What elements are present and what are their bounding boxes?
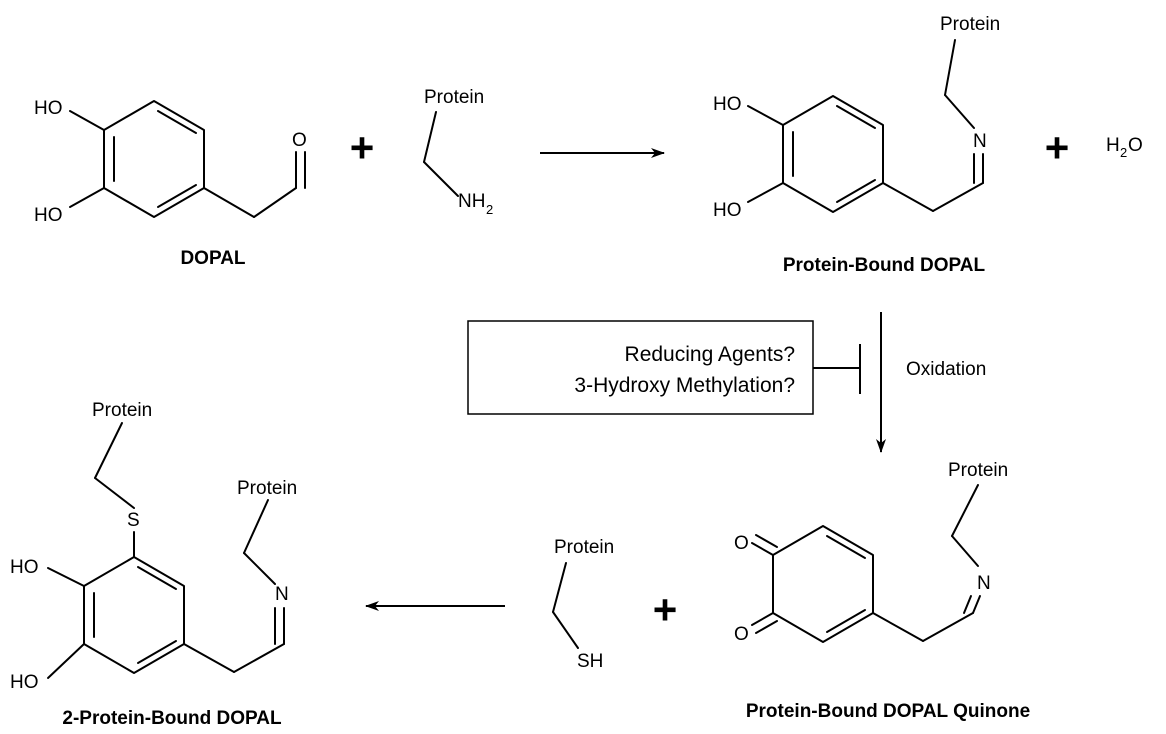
water-o: O xyxy=(1128,135,1143,156)
protein-bound-dopal-structure: HO HO N Protein xyxy=(713,14,1000,221)
pbd-n: N xyxy=(973,131,987,152)
two-protein-bound-dopal-label: 2-Protein-Bound DOPAL xyxy=(62,708,282,729)
tpb-ho-top: HO xyxy=(10,557,39,578)
dopal-ho-top: HO xyxy=(34,98,63,119)
amine-nh-label: NH xyxy=(458,191,485,212)
protein-thiol-structure: Protein SH xyxy=(552,537,614,672)
water-label: H 2 O xyxy=(1106,135,1143,160)
plus-sign-3: + xyxy=(653,586,678,633)
inhibition-line-1: Reducing Agents? xyxy=(625,343,795,366)
thiol-protein-label: Protein xyxy=(554,537,614,558)
amine-protein-label: Protein xyxy=(424,87,484,108)
tpb-protein-label-s: Protein xyxy=(92,400,152,421)
inhibition-box: Reducing Agents? 3-Hydroxy Methylation? xyxy=(467,320,814,415)
water-h: H xyxy=(1106,135,1120,156)
protein-bound-dopal-label: Protein-Bound DOPAL xyxy=(783,255,986,276)
dopal-ho-bottom: HO xyxy=(34,205,63,226)
thiol-sh-label: SH xyxy=(577,651,603,672)
tpb-n: N xyxy=(275,584,289,605)
quinone-o-top: O xyxy=(734,533,749,554)
protein-amine-structure: Protein NH 2 xyxy=(423,87,493,217)
quinone-o-bottom: O xyxy=(734,624,749,645)
pbd-protein-label: Protein xyxy=(940,14,1000,35)
inhibition-line-2: 3-Hydroxy Methylation? xyxy=(574,374,795,397)
amine-nh-subscript: 2 xyxy=(486,202,493,217)
quinone-structure: O O N Protein xyxy=(734,460,1008,645)
plus-sign-2: + xyxy=(1045,124,1070,171)
oxidation-label: Oxidation xyxy=(906,359,986,380)
quinone-protein-label: Protein xyxy=(948,460,1008,481)
dopal-structure: HO HO O xyxy=(34,98,307,226)
dopal-label: DOPAL xyxy=(180,248,245,269)
quinone-n: N xyxy=(977,573,991,594)
quinone-label: Protein-Bound DOPAL Quinone xyxy=(746,701,1030,722)
pbd-ho-top: HO xyxy=(713,94,742,115)
tpb-ho-bottom: HO xyxy=(10,672,39,693)
tpb-protein-label-n: Protein xyxy=(237,478,297,499)
plus-sign-1: + xyxy=(350,124,375,171)
two-protein-bound-dopal-structure: HO HO S Protein N Protein xyxy=(10,400,297,693)
pbd-ho-bottom: HO xyxy=(713,200,742,221)
water-h-subscript: 2 xyxy=(1120,145,1127,160)
dopal-o: O xyxy=(292,130,307,151)
tpb-s: S xyxy=(127,510,140,531)
